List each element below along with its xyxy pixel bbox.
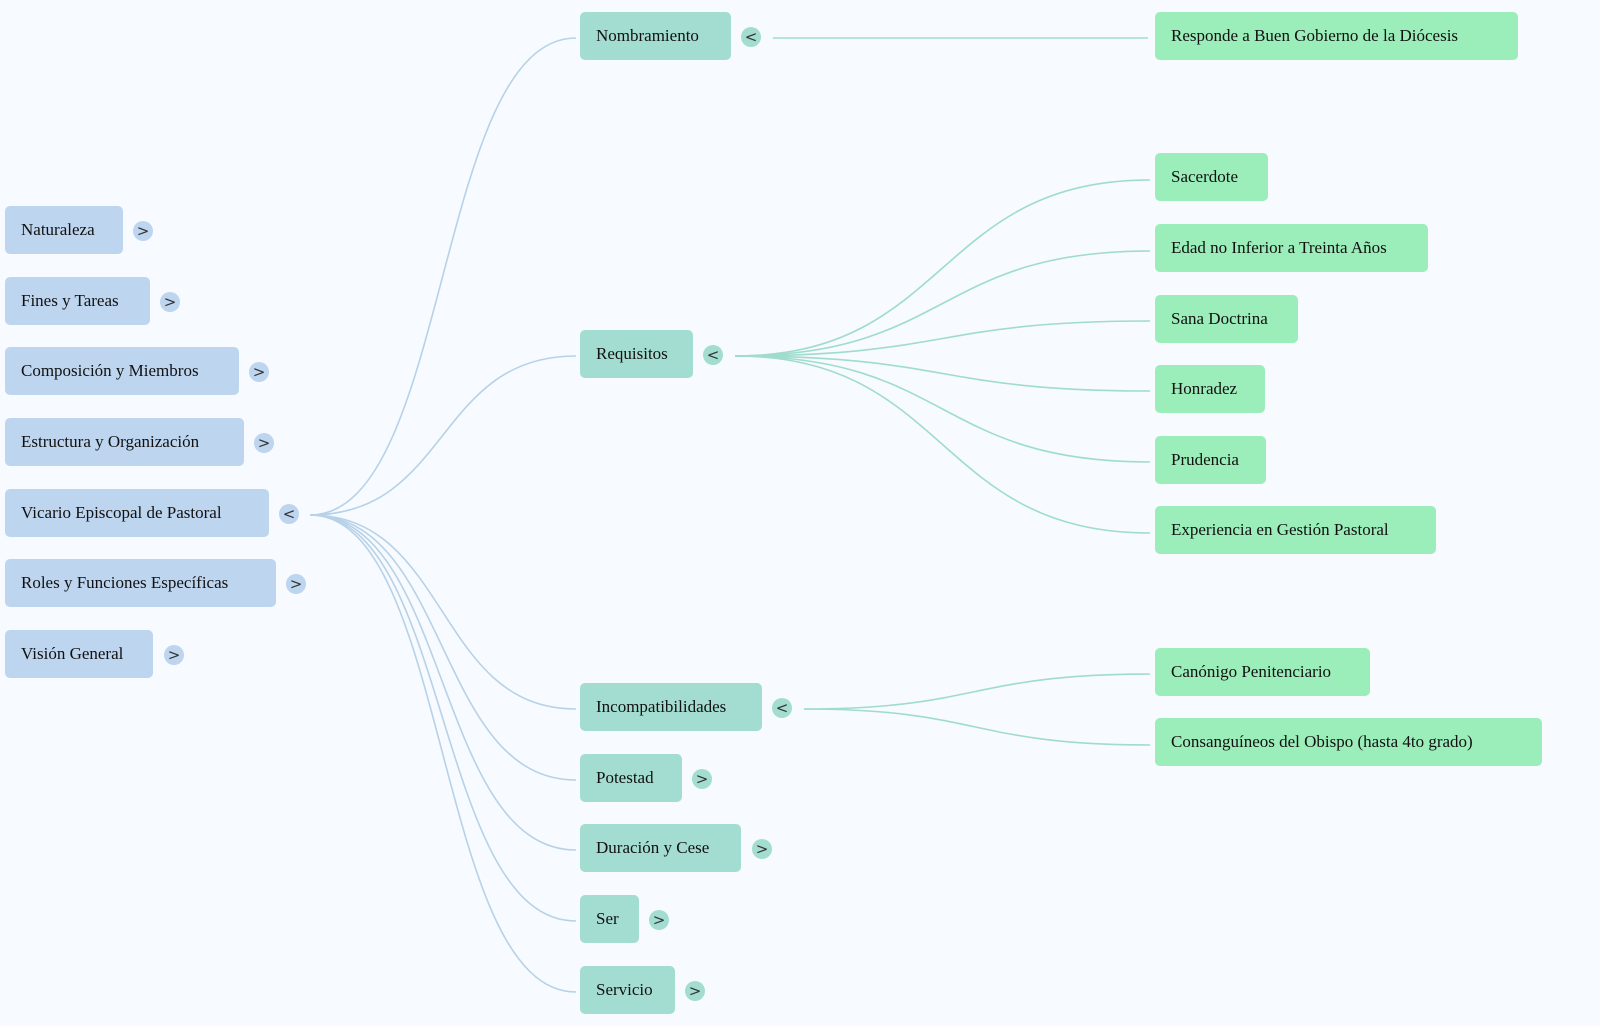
expand-toggle-potestad[interactable]: >: [692, 769, 712, 789]
node-roles-y-funciones[interactable]: Roles y Funciones Específicas: [5, 559, 276, 607]
link-requisitos-honradez: [734, 355, 1151, 392]
link-incompat-canonigo: [803, 673, 1151, 710]
node-label: Servicio: [596, 980, 653, 999]
link-vicario-potestad: [309, 514, 577, 781]
node-honradez[interactable]: Honradez: [1155, 365, 1265, 413]
collapse-toggle-vicario-episcopal[interactable]: <: [279, 504, 299, 524]
link-vicario-requisitos: [309, 355, 577, 516]
link-requisitos-sacerdote: [734, 179, 1151, 357]
node-label: Prudencia: [1171, 450, 1239, 469]
node-vision-general[interactable]: Visión General: [5, 630, 153, 678]
node-label: Sacerdote: [1171, 167, 1239, 186]
expand-toggle-vision-general[interactable]: >: [164, 645, 184, 665]
link-requisitos-experiencia: [734, 355, 1151, 534]
node-label: Vicario Episcopal de Pastoral: [21, 503, 222, 522]
link-vicario-ser: [309, 514, 577, 922]
node-potestad[interactable]: Potestad: [580, 754, 682, 802]
node-servicio[interactable]: Servicio: [580, 966, 675, 1014]
node-label: Edad no Inferior a Treinta Años: [1171, 238, 1387, 257]
node-estructura-y-organizacion[interactable]: Estructura y Organización: [5, 418, 244, 466]
expand-toggle-fines-y-tareas[interactable]: >: [160, 292, 180, 312]
link-vicario-servicio: [309, 514, 577, 993]
collapse-toggle-requisitos[interactable]: <: [703, 345, 723, 365]
node-label: Naturaleza: [21, 220, 95, 239]
node-label: Honradez: [1171, 379, 1238, 398]
node-label: Duración y Cese: [596, 838, 710, 857]
link-vicario-duracion: [309, 514, 577, 851]
node-label: Consanguíneos del Obispo (hasta 4to grad…: [1171, 732, 1473, 751]
node-label: Composición y Miembros: [21, 361, 199, 380]
node-vicario-episcopal-de-pastoral[interactable]: Vicario Episcopal de Pastoral: [5, 489, 269, 537]
node-label: Visión General: [21, 644, 124, 663]
node-label: Roles y Funciones Específicas: [21, 573, 229, 592]
node-label: Responde a Buen Gobierno de la Diócesis: [1171, 26, 1459, 45]
expand-toggle-servicio[interactable]: >: [685, 981, 705, 1001]
node-label: Sana Doctrina: [1171, 309, 1268, 328]
node-composicion-y-miembros[interactable]: Composición y Miembros: [5, 347, 239, 395]
expand-toggle-ser[interactable]: >: [649, 910, 669, 930]
link-requisitos-doctrina: [734, 320, 1151, 357]
link-requisitos-edad: [734, 250, 1151, 357]
node-experiencia-gestion-pastoral[interactable]: Experiencia en Gestión Pastoral: [1155, 506, 1436, 554]
node-nombramiento[interactable]: Nombramiento: [580, 12, 731, 60]
link-incompat-consanguineos: [803, 708, 1151, 746]
link-vicario-nombramiento: [309, 37, 577, 516]
node-requisitos[interactable]: Requisitos: [580, 330, 693, 378]
node-naturaleza[interactable]: Naturaleza: [5, 206, 123, 254]
node-label: Canónigo Penitenciario: [1171, 662, 1332, 681]
node-label: Nombramiento: [596, 26, 699, 45]
expand-toggle-roles-y-funciones[interactable]: >: [286, 574, 306, 594]
node-fines-y-tareas[interactable]: Fines y Tareas: [5, 277, 150, 325]
expand-toggle-estructura-y-organizacion[interactable]: >: [254, 433, 274, 453]
link-requisitos-prudencia: [734, 355, 1151, 463]
node-label: Potestad: [596, 768, 654, 787]
node-sacerdote[interactable]: Sacerdote: [1155, 153, 1268, 201]
node-incompatibilidades[interactable]: Incompatibilidades: [580, 683, 762, 731]
node-label: Incompatibilidades: [596, 697, 727, 716]
expand-toggle-duracion-y-cese[interactable]: >: [752, 839, 772, 859]
node-ser[interactable]: Ser: [580, 895, 639, 943]
node-responde-buen-gobierno[interactable]: Responde a Buen Gobierno de la Diócesis: [1155, 12, 1518, 60]
collapse-toggle-nombramiento[interactable]: <: [741, 27, 761, 47]
expand-toggle-naturaleza[interactable]: >: [133, 221, 153, 241]
link-vicario-incompatibilidades: [309, 514, 577, 710]
node-label: Experiencia en Gestión Pastoral: [1171, 520, 1389, 539]
node-consanguineos-del-obispo[interactable]: Consanguíneos del Obispo (hasta 4to grad…: [1155, 718, 1542, 766]
node-label: Fines y Tareas: [21, 291, 119, 310]
node-label: Ser: [596, 909, 619, 928]
node-edad-no-inferior[interactable]: Edad no Inferior a Treinta Años: [1155, 224, 1428, 272]
node-label: Requisitos: [596, 344, 668, 363]
node-prudencia[interactable]: Prudencia: [1155, 436, 1266, 484]
collapse-toggle-incompatibilidades[interactable]: <: [772, 698, 792, 718]
node-label: Estructura y Organización: [21, 432, 200, 451]
expand-toggle-composicion-y-miembros[interactable]: >: [249, 362, 269, 382]
node-canonigo-penitenciario[interactable]: Canónigo Penitenciario: [1155, 648, 1370, 696]
node-sana-doctrina[interactable]: Sana Doctrina: [1155, 295, 1298, 343]
node-duracion-y-cese[interactable]: Duración y Cese: [580, 824, 741, 872]
